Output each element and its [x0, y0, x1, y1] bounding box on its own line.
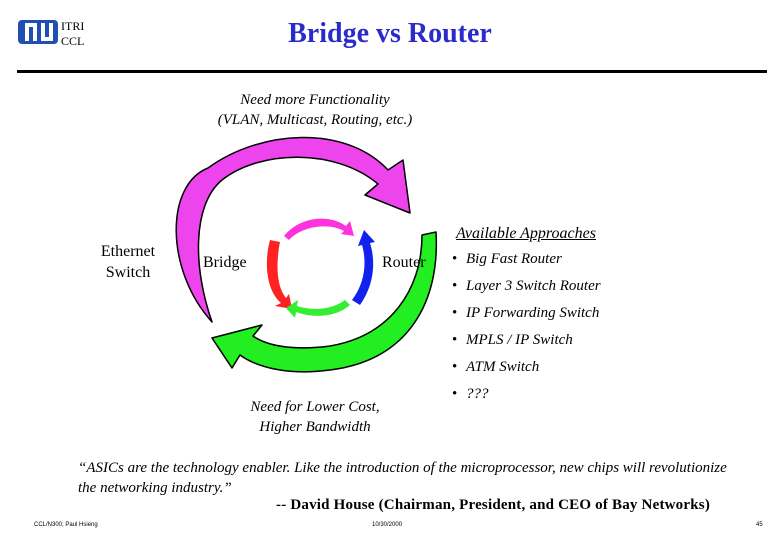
bullet-icon: • — [452, 386, 458, 402]
ethernet-line-1: Ethernet — [100, 243, 156, 260]
approach-text: IP Forwarding Switch — [466, 305, 600, 321]
org-label: ITRI CCL — [61, 19, 84, 49]
approaches-panel: Available Approaches • Big Fast Router • L… — [442, 223, 762, 411]
list-item: • ATM Switch — [442, 357, 762, 384]
bullet-icon: • — [452, 278, 458, 294]
org-line-1: ITRI — [61, 19, 85, 33]
approach-text: ATM Switch — [466, 359, 540, 375]
list-item: • MPLS / IP Switch — [442, 330, 762, 357]
approach-text: MPLS / IP Switch — [466, 332, 573, 348]
bottom-caption: Need for Lower Cost, Higher Bandwidth — [220, 397, 410, 437]
bullet-icon: • — [452, 332, 458, 348]
footer-left: CCL/N300; Paul Hsieng — [34, 522, 98, 528]
approaches-heading: Available Approaches — [456, 225, 596, 242]
outer-bottom-arrow — [211, 231, 438, 373]
list-item: •??? — [442, 384, 762, 411]
approach-text: Layer 3 Switch Router — [466, 278, 601, 294]
bottom-caption-line-2: Higher Bandwidth — [259, 419, 371, 435]
top-caption-line-2: (VLAN, Multicast, Routing, etc.) — [217, 112, 413, 128]
inner-top-arrow — [284, 218, 354, 240]
quote-attribution: -- David House (Chairman, President, and… — [276, 497, 711, 513]
page-title: Bridge vs Router — [288, 18, 492, 49]
ethernet-switch-label: Ethernet Switch — [78, 241, 178, 283]
top-caption-line-1: Need more Functionality — [240, 92, 390, 108]
approach-text: Big Fast Router — [466, 251, 562, 267]
bullet-icon: • — [452, 359, 458, 375]
quote-text: “ASICs are the technology enabler. Like … — [78, 460, 727, 496]
approach-text: ??? — [466, 386, 489, 402]
list-item: • Big Fast Router — [442, 249, 762, 276]
title-divider — [17, 70, 767, 73]
bullet-icon: • — [452, 305, 458, 321]
outer-top-arrow — [175, 136, 411, 323]
inner-bottom-arrow — [286, 300, 350, 318]
bridge-label: Bridge — [203, 254, 247, 271]
list-item: • Layer 3 Switch Router — [442, 276, 762, 303]
org-line-2: CCL — [61, 34, 85, 48]
inner-left-arrow — [266, 240, 292, 309]
ethernet-line-2: Switch — [105, 264, 151, 281]
inner-right-arrow — [352, 230, 375, 305]
list-item: • IP Forwarding Switch — [442, 303, 762, 330]
footer-date: 10/30/2000 — [372, 522, 403, 528]
top-caption: Need more Functionality (VLAN, Multicast… — [180, 90, 450, 130]
bullet-icon: • — [452, 251, 458, 267]
bottom-caption-line-1: Need for Lower Cost, — [250, 399, 380, 415]
approaches-list: •Big Fast Router •Layer 3 Switch Router … — [442, 249, 762, 411]
footer-page-number: 45 — [756, 522, 763, 528]
itri-logo-icon — [18, 20, 58, 44]
router-label: Router — [382, 254, 426, 271]
